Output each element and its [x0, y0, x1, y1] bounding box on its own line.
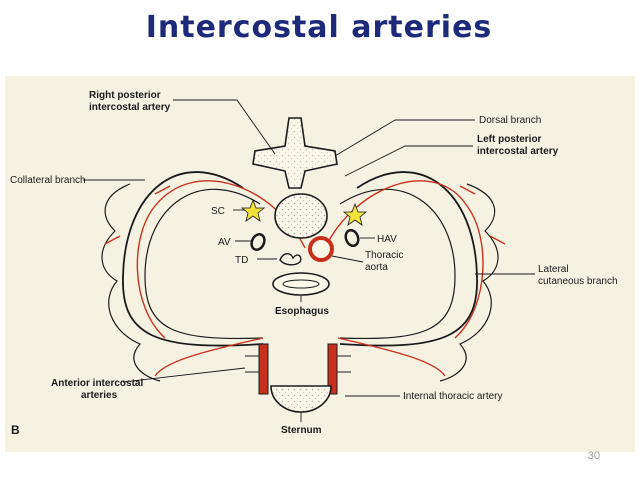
label-lateral-2: cutaneous branch — [538, 276, 618, 287]
sc-star-right-icon — [342, 202, 368, 226]
label-td: TD — [235, 255, 248, 266]
label-internal-thoracic: Internal thoracic artery — [403, 391, 503, 402]
label-anterior-2: arteries — [81, 390, 118, 401]
label-anterior-1: Anterior intercostal — [51, 378, 143, 389]
sternum — [270, 385, 332, 413]
anterior-branch-ticks — [245, 355, 351, 373]
vertebra — [252, 117, 338, 239]
label-thoracic-aorta-2: aorta — [365, 262, 388, 273]
sc-star-left-icon — [240, 198, 266, 222]
thoracic-duct — [279, 253, 302, 266]
label-right-posterior-2: intercostal artery — [89, 102, 171, 113]
internal-thoracic-artery-right — [327, 343, 338, 395]
leader-lines — [83, 99, 535, 422]
diagram-svg: Right posterior intercostal artery Dorsa… — [10, 90, 618, 437]
hemiazygos-vein-hav — [344, 228, 360, 248]
thoracic-aorta — [308, 236, 334, 262]
panel-letter: B — [11, 423, 20, 437]
chest-wall-left — [101, 171, 264, 382]
label-sternum: Sternum — [281, 425, 322, 436]
label-sc: SC — [211, 206, 225, 217]
label-left-posterior-1: Left posterior — [477, 134, 542, 145]
label-collateral-branch: Collateral branch — [10, 175, 86, 186]
label-lateral-1: Lateral — [538, 264, 569, 275]
esophagus — [272, 272, 330, 296]
intercostal-arteries — [104, 180, 506, 377]
label-thoracic-aorta-1: Thoracic — [365, 250, 403, 261]
label-dorsal-branch: Dorsal branch — [479, 115, 541, 126]
intercostal-diagram: Right posterior intercostal artery Dorsa… — [5, 76, 635, 452]
label-esophagus: Esophagus — [275, 306, 329, 317]
page-number: 30 — [587, 450, 600, 462]
internal-thoracic-artery-left — [258, 343, 269, 395]
label-hav: HAV — [377, 234, 397, 245]
label-av: AV — [218, 237, 231, 248]
label-left-posterior-2: intercostal artery — [477, 146, 559, 157]
slide-title: Intercostal arteries — [145, 10, 493, 45]
azygos-vein-av — [250, 233, 266, 251]
chest-wall-right — [339, 171, 499, 382]
label-right-posterior-1: Right posterior — [89, 90, 161, 101]
